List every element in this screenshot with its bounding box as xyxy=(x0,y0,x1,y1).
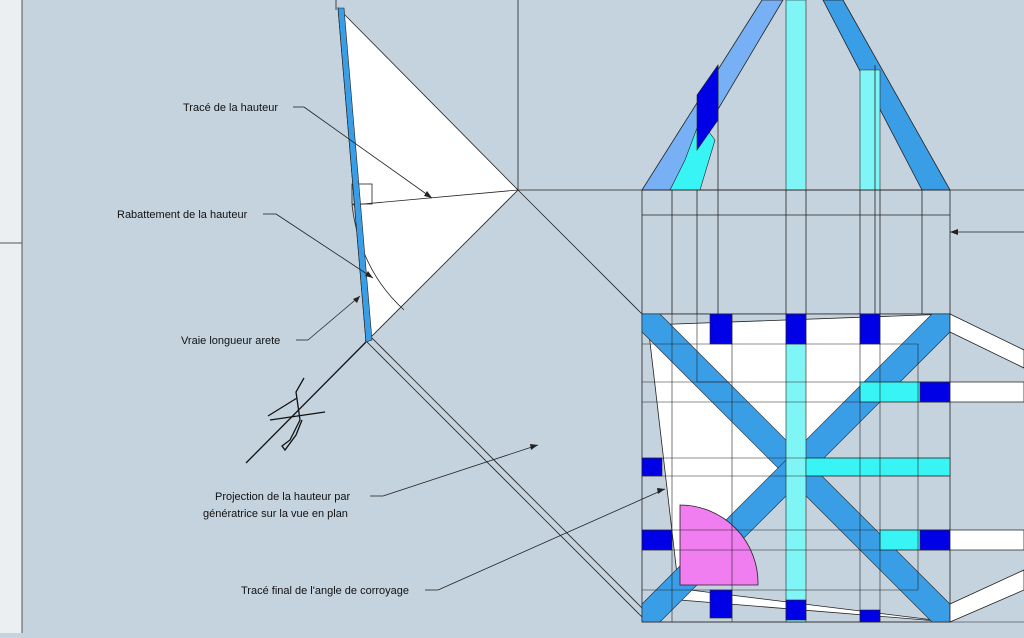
label-projection-line2: génératrice sur la vue en plan xyxy=(203,508,348,520)
rabattement-face xyxy=(337,6,519,343)
leader-lines xyxy=(263,106,1024,591)
left-panel-edge xyxy=(0,0,23,633)
label-angle-final: Tracé final de l'angle de corroyage xyxy=(241,585,409,597)
label-vraie-longueur: Vraie longueur arete xyxy=(181,335,280,347)
plan-view xyxy=(641,313,1024,623)
roof-elevation xyxy=(641,0,951,315)
sketch-marks xyxy=(245,341,367,464)
arrow-heads xyxy=(353,191,958,494)
label-trace-hauteur: Tracé de la hauteur xyxy=(183,102,278,114)
label-rabattement: Rabattement de la hauteur xyxy=(117,209,248,221)
label-projection-line1: Projection de la hauteur par xyxy=(215,491,350,503)
